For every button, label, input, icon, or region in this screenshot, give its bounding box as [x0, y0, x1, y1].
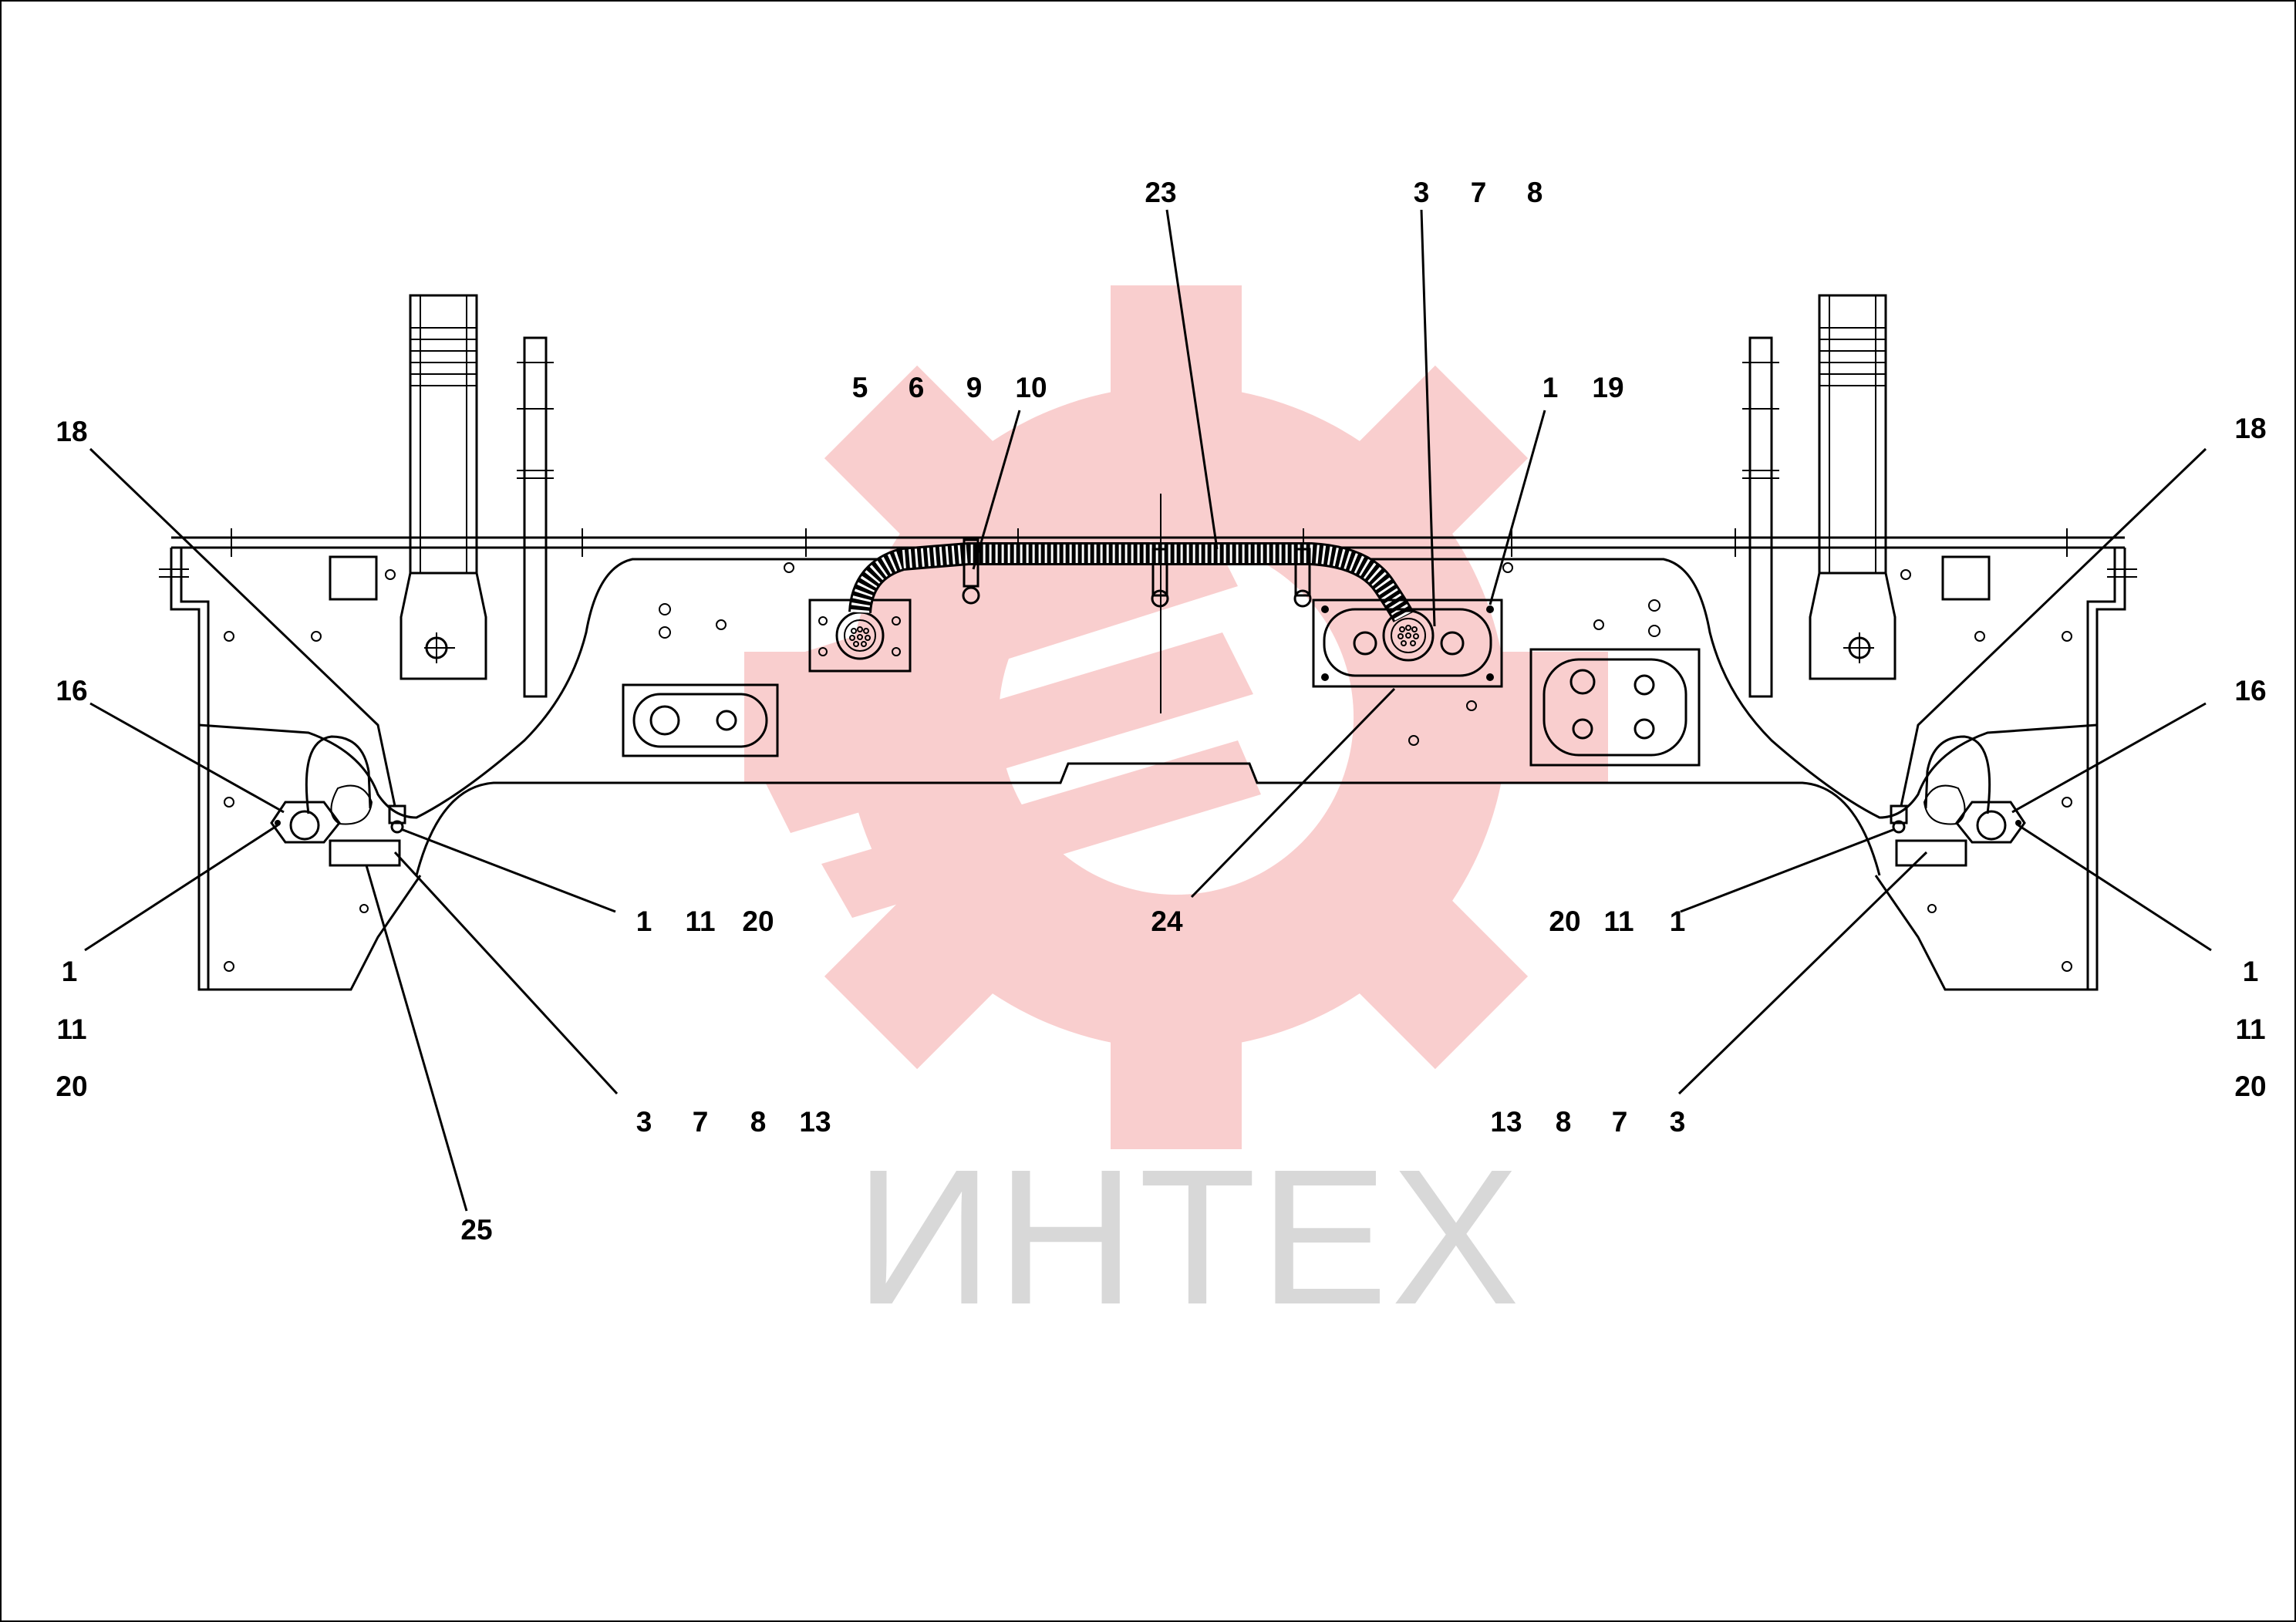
callout-20-right-col: 20	[2234, 1071, 2266, 1102]
frame-assembly	[159, 294, 2137, 991]
watermark-text: ИНТЕХ	[855, 1129, 1522, 1344]
callout-3-right-bottom: 3	[1670, 1106, 1686, 1138]
callout-16-right: 16	[2234, 675, 2266, 706]
callout-7-right-bottom: 7	[1612, 1106, 1628, 1138]
callout-20-right-row: 20	[1549, 905, 1580, 937]
callout-8-right-bottom: 8	[1556, 1106, 1572, 1138]
callout-1-right-col: 1	[2243, 956, 2259, 987]
leader-lines	[84, 209, 2212, 1212]
callout-3: 3	[1414, 177, 1430, 208]
callout-6: 6	[909, 372, 925, 403]
callout-11-left-col: 11	[56, 1013, 86, 1045]
callout-25: 25	[460, 1214, 492, 1246]
callout-24: 24	[1151, 905, 1183, 937]
callout-11-right-col: 11	[2235, 1013, 2265, 1045]
callout-11-left-row: 11	[685, 905, 715, 937]
watermark-gear-logo	[744, 285, 1608, 1149]
callout-7-left-bottom: 7	[693, 1106, 709, 1138]
callout-7: 7	[1471, 177, 1487, 208]
callout-8: 8	[1527, 177, 1543, 208]
callout-1-right-row: 1	[1670, 905, 1686, 937]
callout-13-left-bottom: 13	[799, 1106, 831, 1138]
callout-18-right: 18	[2234, 413, 2266, 444]
callout-1-left-col: 1	[62, 956, 78, 987]
callout-1-left-row: 1	[636, 905, 652, 937]
callout-20-left-row: 20	[742, 905, 774, 937]
callout-11-right-row: 11	[1603, 905, 1633, 937]
callout-18-left: 18	[56, 416, 87, 447]
callout-1: 1	[1542, 372, 1559, 403]
callout-9: 9	[966, 372, 983, 403]
callout-3-left-bottom: 3	[636, 1106, 652, 1138]
callout-20-left-col: 20	[56, 1071, 87, 1102]
callout-13-right-bottom: 13	[1490, 1106, 1522, 1138]
callout-labels: 23 3 7 8 5 6 9 10 1 19 18 18 16 16 1 11 …	[56, 177, 2266, 1246]
callout-23: 23	[1145, 177, 1176, 208]
callout-8-left-bottom: 8	[750, 1106, 767, 1138]
callout-5: 5	[852, 372, 868, 403]
callout-19: 19	[1592, 372, 1623, 403]
callout-16-left: 16	[56, 675, 87, 706]
callout-10: 10	[1015, 372, 1047, 403]
